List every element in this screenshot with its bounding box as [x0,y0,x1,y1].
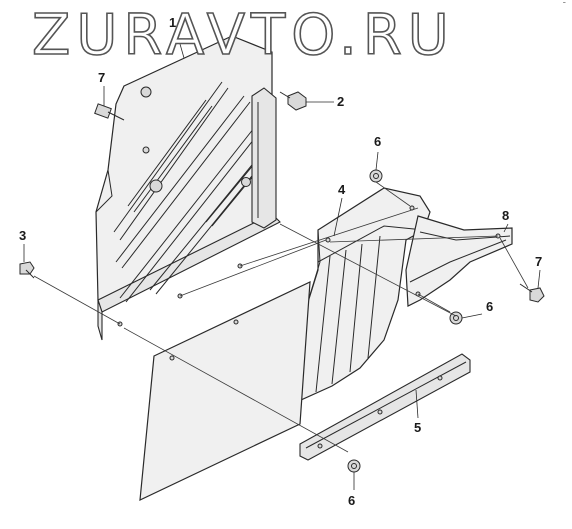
part-2-bolt [279,91,307,111]
part-8-bracket [405,215,513,307]
assembly-lines [33,181,529,453]
callout-6-middle: 6 [486,299,494,314]
part-3-screw [19,261,35,279]
lower-flap-panel [139,281,311,501]
callout-3: 3 [19,228,27,243]
callout-4: 4 [338,182,346,197]
part-7-bolt-lower [519,283,545,303]
part-6-nut-lower [347,459,361,473]
part-6-nut-upper [369,169,383,183]
leader-lines [23,29,541,490]
callout-6-upper: 6 [374,134,382,149]
callout-7-lower: 7 [535,254,543,269]
callout-2: 2 [337,94,345,109]
part-6-nut-middle [449,311,463,325]
watermark-text: ZURAVTO.RU [31,3,455,69]
corner-mark: ᐨ [562,0,566,10]
part-7-bolt-upper [94,103,125,121]
callout-7-upper: 7 [98,70,106,85]
callout-5: 5 [414,420,422,435]
callout-6-lower: 6 [348,493,356,508]
part-1-shield-panel [95,35,281,341]
callout-8: 8 [502,208,510,223]
part-5-retaining-strip [299,353,471,461]
callout-1: 1 [169,15,177,30]
